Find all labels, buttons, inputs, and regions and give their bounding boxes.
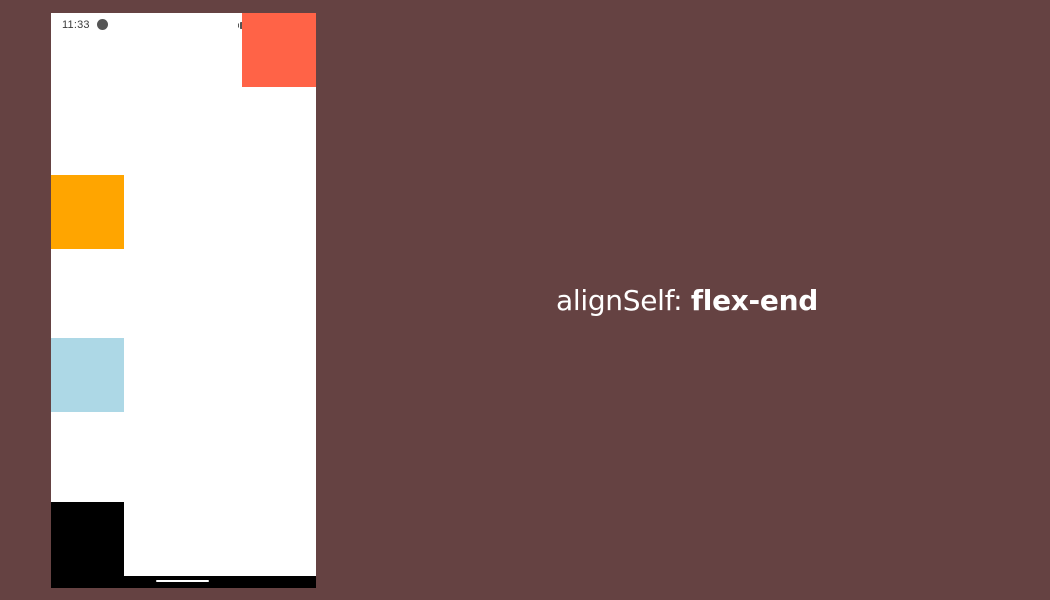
phone-screen: 11:33 HD: [51, 13, 316, 588]
tomato-box: [242, 13, 316, 87]
navigation-bar: [124, 576, 316, 588]
status-time: 11:33: [62, 19, 90, 31]
caption-prefix: alignSelf:: [556, 284, 691, 317]
orange-box: [51, 175, 124, 249]
home-indicator[interactable]: [156, 580, 209, 582]
black-box: [51, 502, 124, 588]
caption: alignSelf: flex-end: [556, 280, 818, 320]
caption-value: flex-end: [690, 284, 818, 317]
lightblue-box: [51, 338, 124, 412]
app-notification-icon: [97, 19, 108, 30]
